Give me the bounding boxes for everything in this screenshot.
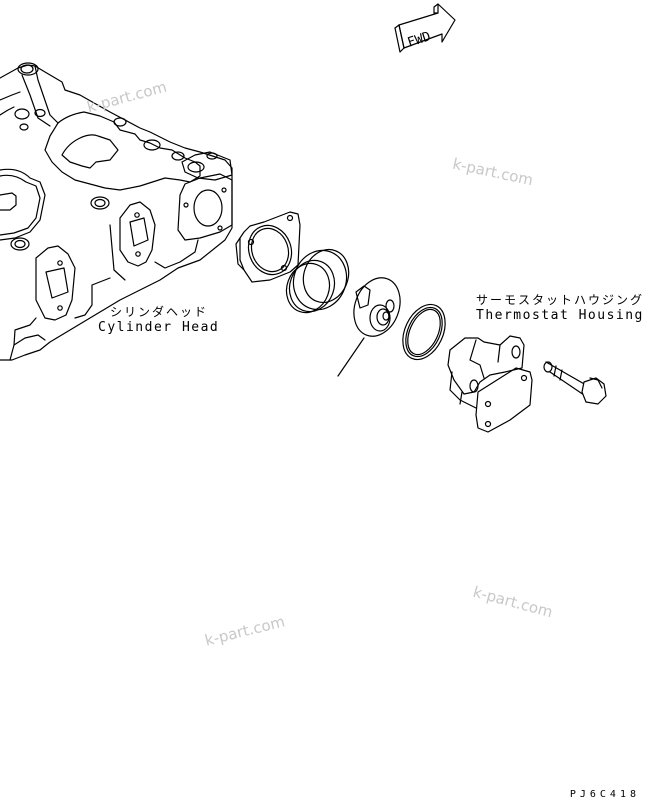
thermostat-housing	[447, 335, 533, 433]
fwd-label: FWD	[406, 29, 433, 51]
thermostat-housing-label-en: Thermostat Housing	[476, 308, 644, 323]
forward-arrow-icon: FWD	[394, 3, 456, 53]
cylinder-head-label-en: Cylinder Head	[98, 320, 220, 335]
flange-bolt	[543, 361, 607, 405]
thermostat	[337, 277, 401, 377]
cylinder-head	[0, 62, 233, 361]
cylinder-head-label: シリンダヘッド Cylinder Head	[98, 305, 219, 335]
cylinder-head-label-jp: シリンダヘッド	[110, 305, 209, 319]
gasket	[235, 211, 301, 283]
thermostat-housing-label: サーモスタットハウジング Thermostat Housing	[476, 293, 644, 323]
o-ring	[402, 303, 446, 361]
thermostat-seal	[285, 248, 350, 314]
leader-line	[337, 337, 365, 377]
thermostat-housing-label-jp: サーモスタットハウジング	[476, 293, 645, 307]
drawing-code: PJ6C418	[569, 789, 640, 800]
